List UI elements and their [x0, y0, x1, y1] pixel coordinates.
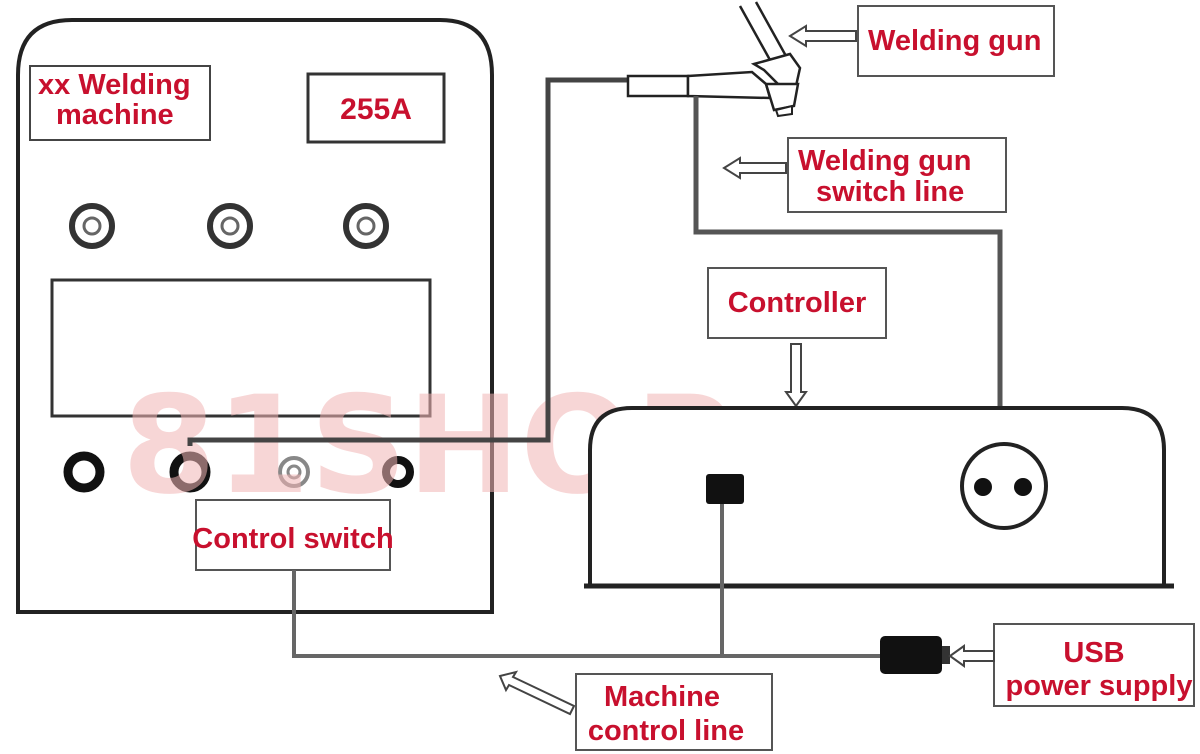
usb-arrow [948, 644, 995, 668]
machine-socket[interactable] [382, 456, 414, 488]
machine-control-label-line2: control line [588, 715, 744, 747]
usb-plug[interactable] [880, 636, 950, 674]
gun-switch-label-line1: Welding gun [798, 145, 971, 177]
machine-socket[interactable] [169, 451, 211, 493]
machine-control-label-box [575, 673, 773, 751]
controller-arrow [784, 343, 808, 408]
current-display-box [306, 72, 446, 144]
controller-label-box [707, 267, 887, 339]
control-switch-label: Control switch [192, 523, 393, 555]
control-switch-socket[interactable] [278, 456, 310, 488]
machine-socket[interactable] [63, 451, 105, 493]
usb-label-line1: USB [1063, 637, 1124, 669]
welding-gun-cable [187, 77, 632, 446]
machine-control-label-line1: Machine [604, 681, 720, 713]
machine-knob[interactable] [343, 203, 389, 249]
machine-panel [50, 278, 432, 418]
welding-gun-label-box [857, 5, 1055, 77]
controller-usb-port[interactable] [706, 474, 744, 504]
gun-switch-socket[interactable] [960, 442, 1048, 530]
welding-gun-arrow [788, 24, 857, 48]
machine-title-box [29, 65, 211, 141]
usb-label-box [993, 623, 1195, 707]
controller-body [588, 406, 1166, 586]
gun-switch-label-box [787, 137, 1007, 213]
control-switch-label-box [195, 499, 391, 571]
gun-switch-arrow [722, 156, 787, 180]
machine-control-arrow [498, 670, 576, 716]
usb-label-line2: power supply [1006, 670, 1193, 702]
gun-switch-label-line2: switch line [816, 176, 964, 208]
machine-control-line [292, 570, 884, 658]
machine-title-line1: xx Welding [38, 69, 191, 101]
current-display-value: 255A [340, 93, 412, 126]
machine-title-line2: machine [56, 99, 174, 131]
machine-knob[interactable] [69, 203, 115, 249]
gun-switch-line [693, 96, 1003, 460]
controller-label: Controller [728, 287, 867, 319]
welding-gun-label: Welding gun [868, 25, 1041, 57]
welding-gun [626, 1, 802, 118]
machine-knob[interactable] [207, 203, 253, 249]
